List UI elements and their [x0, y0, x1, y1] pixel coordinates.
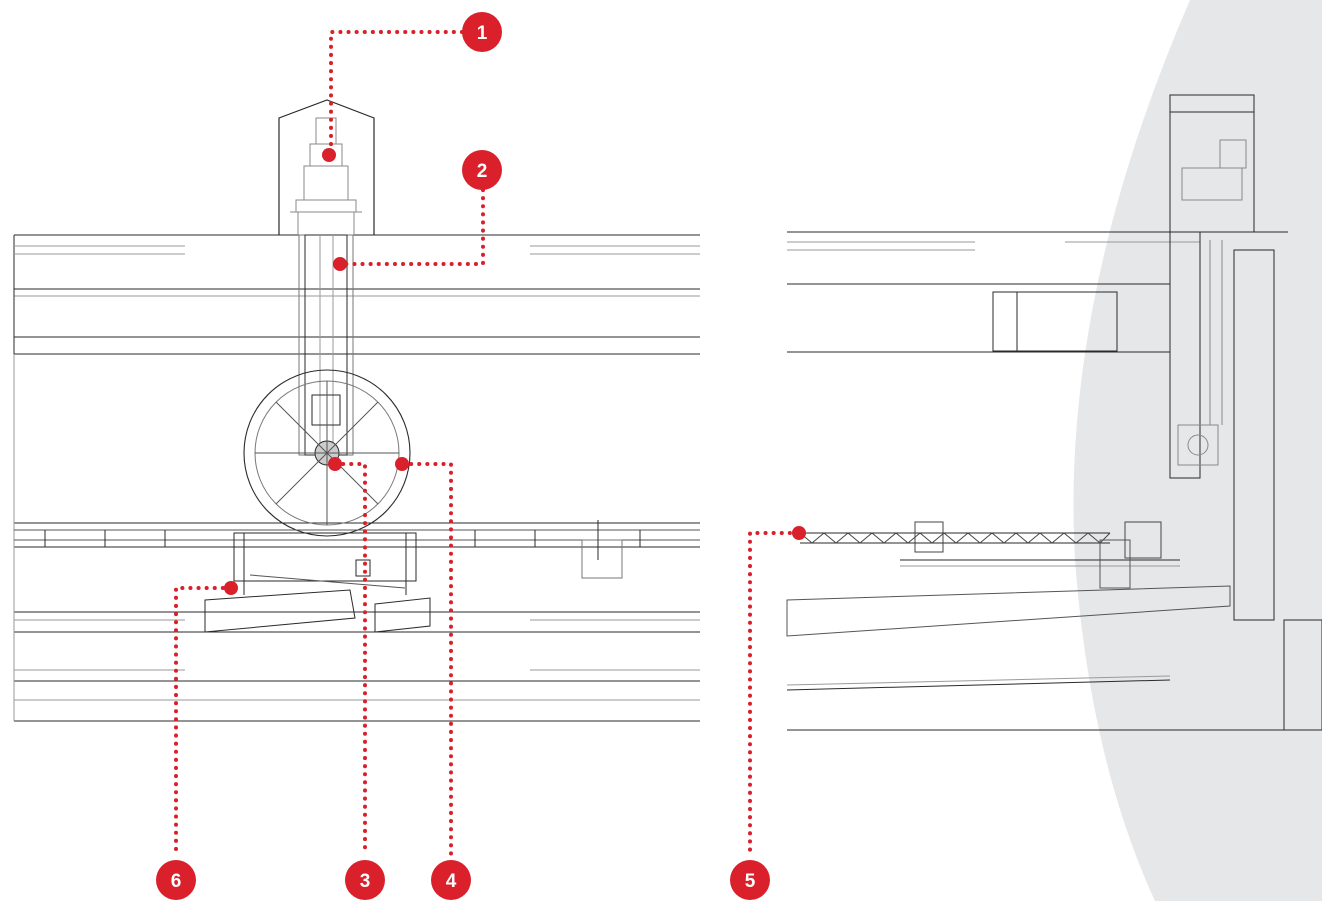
callout-badge-4[interactable]: 4	[431, 860, 471, 900]
callout-badge-3[interactable]: 3	[345, 860, 385, 900]
anchor-4	[395, 457, 409, 471]
leader-1	[329, 30, 464, 154]
rail	[14, 520, 700, 579]
anchor-5	[792, 526, 806, 540]
callout-label-3: 3	[360, 871, 371, 892]
callout-anchors	[224, 148, 806, 595]
callout-label-2: 2	[477, 161, 488, 182]
anchor-3	[328, 457, 342, 471]
truss	[799, 521, 1162, 559]
leader-4	[401, 462, 453, 857]
callout-badge-2[interactable]: 2	[462, 150, 502, 190]
frame-bands	[13, 234, 700, 722]
motor-assembly	[290, 117, 362, 235]
backdrop-arc	[1073, 0, 1322, 901]
cutting-wheel	[243, 369, 411, 537]
leader-5	[748, 531, 800, 857]
callout-badge-1[interactable]: 1	[462, 12, 502, 52]
callout-badges: 1 2 3 4 5 6	[156, 12, 770, 900]
callout-label-5: 5	[745, 871, 756, 892]
side-view	[786, 94, 1322, 731]
leader-2	[340, 188, 485, 266]
motor-housing	[278, 99, 375, 235]
leader-6	[174, 586, 233, 857]
leader-3	[333, 462, 367, 857]
anchor-1	[322, 148, 336, 162]
callout-badge-6[interactable]: 6	[156, 860, 196, 900]
carriage	[233, 532, 417, 595]
front-view	[13, 99, 700, 722]
callout-label-6: 6	[171, 871, 182, 892]
blades	[204, 589, 431, 633]
callout-label-4: 4	[446, 871, 457, 892]
callout-leaders	[174, 30, 800, 857]
anchor-2	[333, 257, 347, 271]
anchor-6	[224, 581, 238, 595]
callout-label-1: 1	[477, 23, 488, 44]
callout-badge-5[interactable]: 5	[730, 860, 770, 900]
